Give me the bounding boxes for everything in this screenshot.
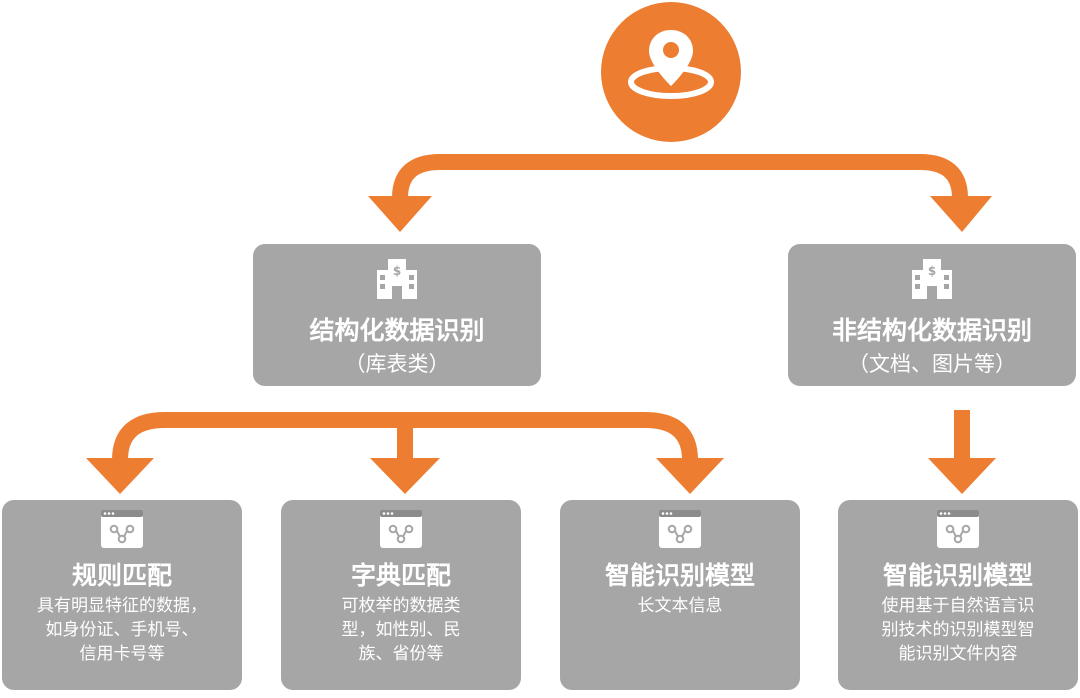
arrow-head-smart-model-2 [928,458,996,494]
root-location-circle [601,2,741,142]
arrow-head-structured [368,196,432,232]
smart-model-unstructured-box: 智能识别模型 使用基于自然语言识 别技术的识别模型智 能识别文件内容 [838,500,1078,690]
arrow-head-dict-match [370,458,440,494]
smart-model-structured-desc: 长文本信息 [637,596,723,616]
smart-model-structured-box: 智能识别模型 长文本信息 [560,500,800,690]
arrow-head-smart-model-1 [656,458,724,494]
rule-match-box: 规则匹配 具有明显特征的数据， 如身份证、手机号、 信用卡号等 [2,500,242,690]
workflow-window-icon [101,510,143,548]
building-icon: $ [377,259,417,299]
smart-model-unstructured-desc: 使用基于自然语言识 别技术的识别模型智 能识别文件内容 [881,596,1035,664]
rule-match-title: 规则匹配 [71,561,172,590]
dictionary-match-title: 字典匹配 [350,561,451,590]
workflow-window-icon [659,510,701,548]
structured-title: 结构化数据识别 [309,316,485,345]
arrow-root-split [392,154,968,199]
smart-model-unstructured-title: 智能识别模型 [882,561,1033,590]
unstructured-title: 非结构化数据识别 [831,316,1032,345]
structured-data-box: $ 结构化数据识别 （库表类） [253,244,541,386]
arrow-head-rule-match [86,458,154,494]
workflow-window-icon [937,510,979,548]
structured-subtitle: （库表类） [344,352,450,376]
smart-model-structured-title: 智能识别模型 [604,561,755,590]
svg-text:$: $ [393,264,401,278]
arrow-head-unstructured [930,196,992,232]
workflow-window-icon [380,510,422,548]
dictionary-match-box: 字典匹配 可枚举的数据类 型，如性别、民 族、省份等 [281,500,521,690]
svg-text:$: $ [928,264,936,278]
building-icon: $ [912,259,952,299]
unstructured-subtitle: （文档、图片等） [848,352,1016,376]
rule-match-desc: 具有明显特征的数据， 如身份证、手机号、 信用卡号等 [37,596,207,664]
unstructured-data-box: $ 非结构化数据识别 （文档、图片等） [788,244,1076,386]
map-pin-icon [628,30,714,99]
dictionary-match-desc: 可枚举的数据类 型，如性别、民 族、省份等 [341,596,461,664]
